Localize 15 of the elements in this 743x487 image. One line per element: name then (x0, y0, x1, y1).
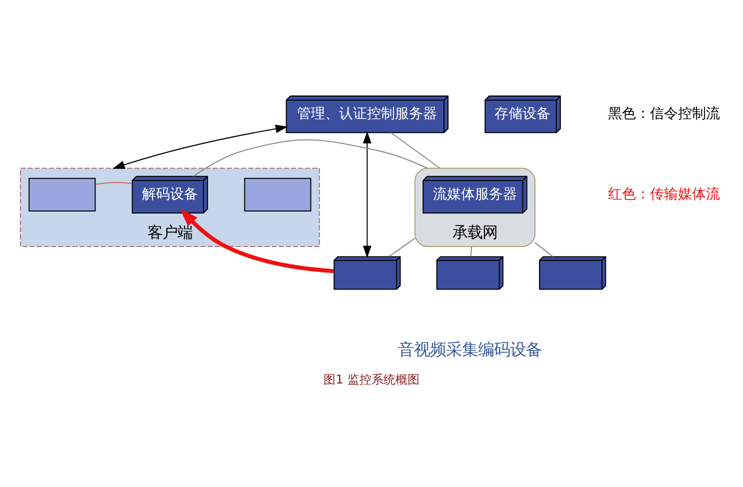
connector (95, 182, 132, 185)
legend-label: 黑色：信令控制流 (608, 106, 720, 122)
label: 音视频采集编码设备 (398, 340, 542, 360)
caption: 图1 监控系统概图 (324, 372, 420, 386)
connector (388, 238, 416, 257)
arrow (362, 131, 372, 258)
connector (193, 139, 428, 177)
node-box (28, 178, 96, 212)
node-box (244, 178, 312, 212)
legend-label: 红色：传输媒体流 (608, 186, 720, 202)
connector (470, 246, 472, 256)
arrow (112, 124, 288, 169)
connector (390, 132, 440, 169)
connector (534, 242, 554, 257)
arrow (180, 208, 334, 274)
